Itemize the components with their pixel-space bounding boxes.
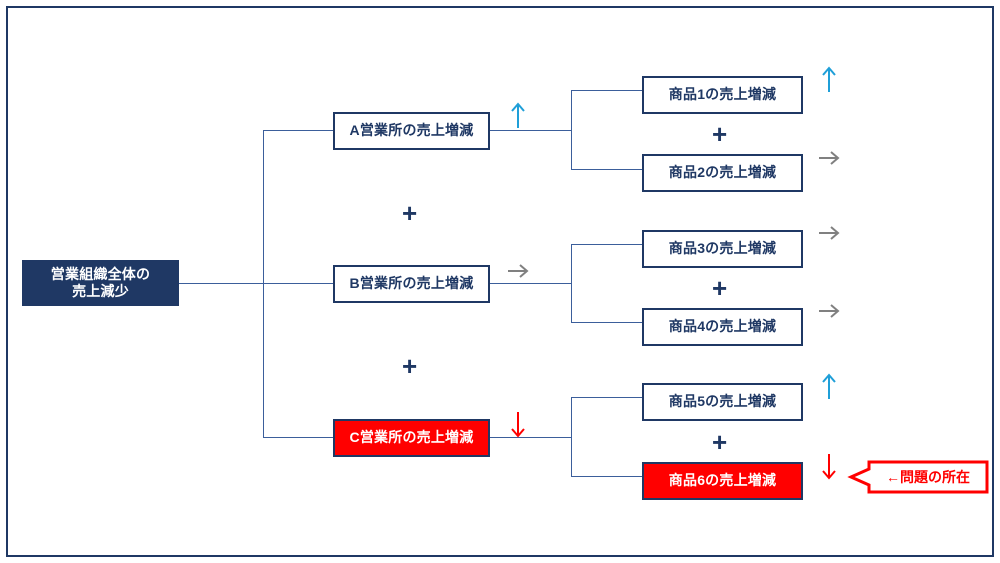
- trend-arrow-right-product-4: [818, 296, 840, 326]
- operator-plus-level2-1: +: [712, 119, 728, 149]
- node-product-3-label: 商品3の売上増減: [668, 240, 777, 257]
- callout-problem-location[interactable]: ←問題の所在: [847, 458, 989, 496]
- connector-to-office-c: [263, 437, 339, 438]
- node-root-line2: 売上減少: [72, 283, 129, 299]
- node-product-4[interactable]: 商品4の売上増減: [642, 308, 803, 346]
- trend-arrow-up-product-1: [818, 64, 840, 94]
- node-office-b[interactable]: B営業所の売上増減: [333, 265, 490, 303]
- connector-root-stub: [179, 283, 263, 284]
- diagram-frame: 営業組織全体の 売上減少 A営業所の売上増減 B営業所の売上増減 C営業所の売上…: [6, 6, 994, 557]
- node-office-c-label: C営業所の売上増減: [349, 429, 474, 446]
- connector-to-product-1: [571, 90, 642, 91]
- node-office-a-label: A営業所の売上増減: [349, 122, 474, 139]
- node-product-6[interactable]: 商品6の売上増減: [642, 462, 803, 500]
- operator-plus-level2-2: +: [712, 273, 728, 303]
- trend-arrow-up-product-5: [818, 371, 840, 401]
- operator-plus-level1-1: +: [402, 198, 418, 228]
- node-product-5[interactable]: 商品5の売上増減: [642, 383, 803, 421]
- trend-arrow-up-office-a: [507, 100, 529, 130]
- connector-to-product-3: [571, 244, 642, 245]
- connector-office-a-stub: [490, 130, 572, 131]
- callout-problem-location-label: ←問題の所在: [886, 469, 970, 485]
- node-product-2[interactable]: 商品2の売上増減: [642, 154, 803, 192]
- trend-arrow-down-product-6: [818, 452, 840, 482]
- trend-arrow-right-product-2: [818, 143, 840, 173]
- node-root[interactable]: 営業組織全体の 売上減少: [22, 260, 179, 306]
- trend-arrow-right-office-b: [507, 256, 529, 286]
- node-office-b-label: B営業所の売上増減: [349, 275, 474, 292]
- node-product-6-label: 商品6の売上増減: [668, 472, 777, 489]
- trend-arrow-down-office-c: [507, 410, 529, 440]
- node-product-4-label: 商品4の売上増減: [668, 318, 777, 335]
- connector-office-c-stub: [490, 437, 572, 438]
- node-product-5-label: 商品5の売上増減: [668, 393, 777, 410]
- node-product-2-label: 商品2の売上増減: [668, 164, 777, 181]
- operator-plus-level2-3: +: [712, 427, 728, 457]
- node-root-text: 営業組織全体の 売上減少: [51, 266, 150, 301]
- node-office-c[interactable]: C営業所の売上増減: [333, 419, 490, 457]
- operator-plus-level1-2: +: [402, 351, 418, 381]
- connector-to-product-5: [571, 397, 642, 398]
- connector-product-bracket-a: [571, 90, 572, 170]
- connector-office-b-stub: [490, 283, 572, 284]
- trend-arrow-right-product-3: [818, 218, 840, 248]
- connector-product-bracket-c: [571, 397, 572, 477]
- node-office-a[interactable]: A営業所の売上増減: [333, 112, 490, 150]
- connector-to-office-a: [263, 130, 339, 131]
- connector-to-product-4: [571, 322, 642, 323]
- connector-to-office-b: [263, 283, 339, 284]
- node-product-1-label: 商品1の売上増減: [668, 86, 777, 103]
- connector-product-bracket-b: [571, 244, 572, 323]
- connector-to-product-2: [571, 169, 642, 170]
- node-product-1[interactable]: 商品1の売上増減: [642, 76, 803, 114]
- connector-to-product-6: [571, 476, 642, 477]
- node-root-line1: 営業組織全体の: [50, 265, 151, 282]
- node-product-3[interactable]: 商品3の売上増減: [642, 230, 803, 268]
